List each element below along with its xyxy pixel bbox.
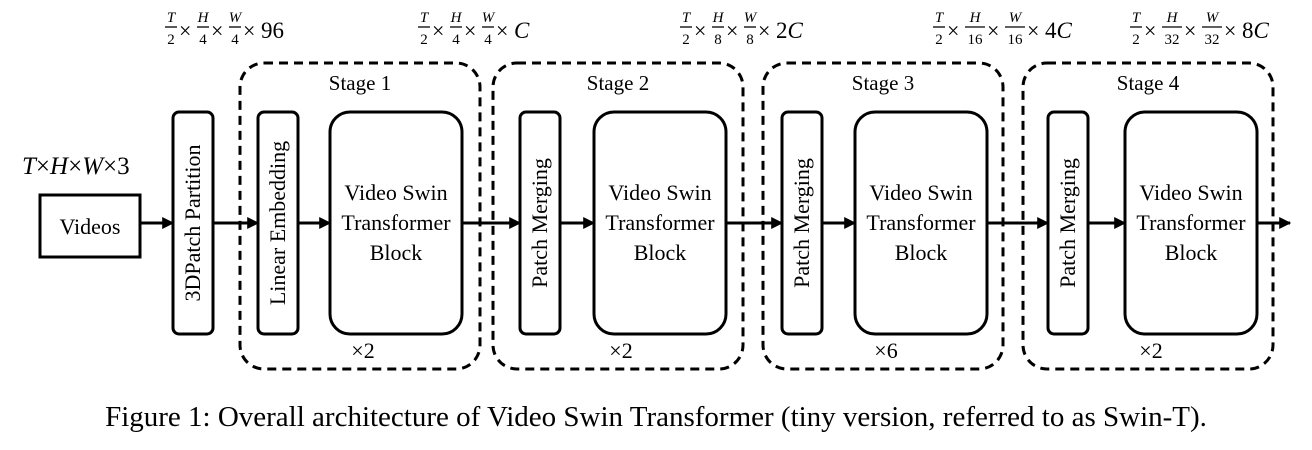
stage-4-repeat: ×2 (1139, 338, 1162, 363)
times-sign: × (1027, 18, 1039, 43)
times-sign: × (243, 18, 255, 43)
stage-2: Stage 2 Patch Merging Video SwinTransforme… (491, 61, 745, 371)
fraction-denominator: 2 (935, 32, 943, 48)
fraction-denominator: 4 (199, 32, 207, 48)
fraction-numerator: W (482, 10, 496, 26)
input-shape-label: T×H×W×3 (22, 153, 130, 180)
fraction-denominator: 4 (452, 32, 460, 48)
block-line-1: Video Swin (608, 180, 711, 205)
fraction-denominator: 2 (167, 32, 175, 48)
times-sign: × (758, 18, 770, 43)
fraction-denominator: 16 (1008, 32, 1024, 48)
videos-label: Videos (59, 214, 120, 239)
block-line-3: Block (370, 240, 423, 265)
fraction-numerator: W (744, 10, 758, 26)
block-line-2: Transformer (605, 210, 715, 235)
times-sign: × (496, 18, 508, 43)
block-line-1: Video Swin (344, 180, 447, 205)
fraction-numerator: T (1132, 10, 1142, 26)
fraction-denominator: 2 (682, 32, 690, 48)
fraction-numerator: H (969, 10, 982, 26)
architecture-diagram: T×H×W×3 Videos 3DPatch Partition Stage 1… (22, 10, 1292, 371)
fraction-numerator: H (450, 10, 463, 26)
times-sign: × (1184, 18, 1196, 43)
times-sign: × (179, 18, 191, 43)
fraction-denominator: 2 (1132, 32, 1140, 48)
stage-3-dashed-border (761, 61, 1005, 371)
stage-2-dashed-border (491, 61, 745, 371)
channel-value: 2C (776, 18, 804, 43)
times-sign: × (947, 18, 959, 43)
fraction-numerator: H (712, 10, 725, 26)
fraction-numerator: T (935, 10, 945, 26)
times-sign: × (211, 18, 223, 43)
block-line-3: Block (634, 240, 687, 265)
stage-4-dashed-border (1021, 61, 1275, 371)
stage-2-title: Stage 2 (587, 71, 649, 95)
fraction-denominator: 2 (420, 32, 428, 48)
stage-2-side-label: Patch Merging (527, 158, 552, 288)
block-line-1: Video Swin (869, 180, 972, 205)
stage-3-repeat: ×6 (874, 338, 897, 363)
fraction-numerator: T (682, 10, 692, 26)
fraction-numerator: T (420, 10, 430, 26)
stage-1-side-label: Linear Embedding (265, 141, 290, 305)
dim-label-3: T2×H8×W8×2C (680, 10, 804, 48)
fraction-numerator: W (1009, 10, 1023, 26)
dim-label-4: T2×H16×W16×4C (933, 10, 1073, 48)
stage-3-side-label: Patch Merging (789, 158, 814, 288)
block-line-2: Transformer (866, 210, 976, 235)
block-line-2: Transformer (1136, 210, 1246, 235)
stage-3-title: Stage 3 (852, 71, 914, 95)
fraction-denominator: 32 (1165, 32, 1180, 48)
videos-box (38, 193, 142, 259)
stage-4: Stage 4 Patch Merging Video SwinTransforme… (1021, 61, 1275, 371)
channel-value: 4C (1045, 18, 1073, 43)
fraction-denominator: 8 (746, 32, 754, 48)
fraction-numerator: T (167, 10, 177, 26)
stage-1-repeat: ×2 (351, 338, 374, 363)
block-line-3: Block (895, 240, 948, 265)
fraction-denominator: 4 (484, 32, 492, 48)
dim-label-2: T2×H4×W4×C (418, 10, 530, 48)
stage-3: Stage 3 Patch Merging Video SwinTransforme… (761, 61, 1005, 371)
times-sign: × (694, 18, 706, 43)
times-sign: × (726, 18, 738, 43)
channel-value: 8C (1242, 18, 1270, 43)
stage-2-repeat: ×2 (609, 338, 632, 363)
fraction-denominator: 16 (968, 32, 984, 48)
stage-1-dashed-border (238, 61, 482, 371)
times-sign: × (464, 18, 476, 43)
times-sign: × (432, 18, 444, 43)
fraction-numerator: W (229, 10, 243, 26)
block-line-2: Transformer (341, 210, 451, 235)
stage-1: Stage 1 Linear Embedding Video SwinTransfo… (238, 61, 482, 371)
times-sign: × (1224, 18, 1236, 43)
patch-partition-label: 3DPatch Partition (180, 144, 205, 301)
stage-1-title: Stage 1 (329, 71, 391, 95)
times-sign: × (987, 18, 999, 43)
figure-caption: Figure 1: Overall architecture of Video … (105, 401, 1207, 433)
dim-label-1: T2×H4×W4×96 (165, 10, 284, 48)
fraction-numerator: H (197, 10, 210, 26)
block-line-3: Block (1165, 240, 1218, 265)
dim-label-5: T2×H32×W32×8C (1130, 10, 1270, 48)
fraction-numerator: H (1166, 10, 1179, 26)
block-line-1: Video Swin (1139, 180, 1242, 205)
channel-value: C (514, 18, 530, 43)
fraction-denominator: 32 (1205, 32, 1220, 48)
fraction-denominator: 8 (714, 32, 722, 48)
channel-value: 96 (261, 18, 284, 43)
stage-4-side-label: Patch Merging (1055, 158, 1080, 288)
times-sign: × (1144, 18, 1156, 43)
fraction-denominator: 4 (231, 32, 239, 48)
stage-4-title: Stage 4 (1117, 71, 1180, 95)
fraction-numerator: W (1206, 10, 1220, 26)
